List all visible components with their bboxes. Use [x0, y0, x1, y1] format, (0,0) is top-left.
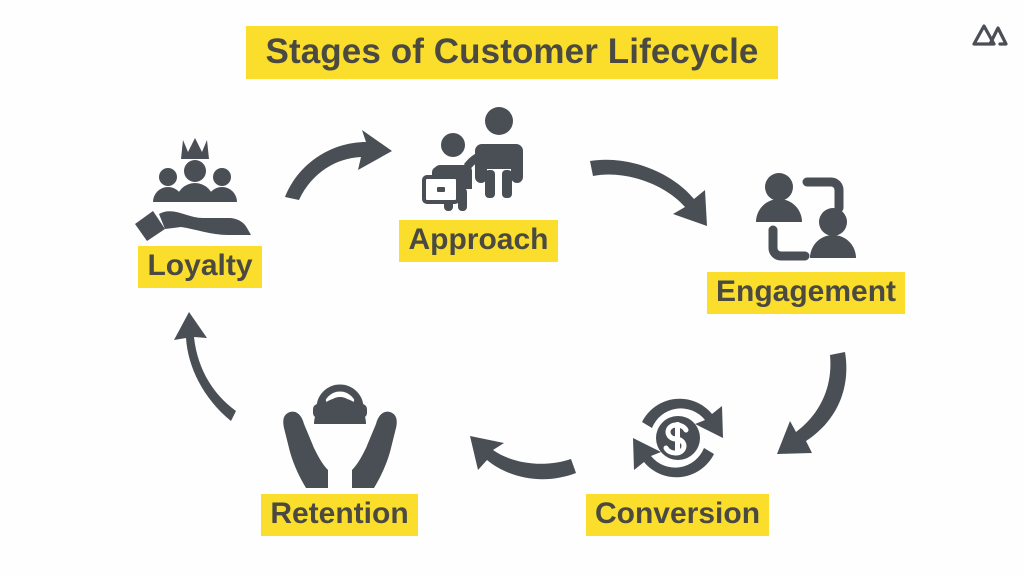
stage-retention[interactable]: Retention — [242, 374, 437, 536]
page-title: Stages of Customer Lifecycle — [0, 26, 1024, 79]
stage-retention-label: Retention — [261, 494, 418, 536]
stage-conversion-label-row: Conversion — [565, 494, 790, 536]
stage-loyalty-label: Loyalty — [138, 246, 262, 288]
stage-loyalty-label-row: Loyalty — [100, 246, 300, 288]
curved-arrow-up-left-icon — [174, 312, 236, 421]
stage-engagement[interactable]: Engagement — [680, 170, 932, 314]
stage-engagement-icon-box — [680, 170, 932, 270]
stage-approach-icon-box — [376, 104, 581, 218]
stage-approach-label-row: Approach — [376, 220, 581, 262]
stage-approach-label: Approach — [399, 220, 558, 262]
two-people-connected-icon — [756, 173, 856, 261]
stage-approach[interactable]: Approach — [376, 104, 581, 262]
stage-retention-icon-box — [242, 374, 437, 492]
stage-engagement-label: Engagement — [706, 272, 906, 314]
mountain-logo — [970, 14, 1010, 54]
dollar-circular-arrows-icon — [632, 398, 723, 478]
stage-engagement-label-row: Engagement — [680, 272, 932, 314]
stage-retention-label-row: Retention — [242, 494, 437, 536]
page-title-text: Stages of Customer Lifecycle — [245, 26, 779, 79]
stage-conversion-icon-box — [565, 384, 790, 492]
hands-cradling-person-icon — [282, 384, 397, 488]
stage-conversion[interactable]: Conversion — [565, 384, 790, 536]
hand-holding-people-crown-icon — [135, 138, 251, 241]
stage-loyalty[interactable]: Loyalty — [100, 132, 300, 288]
stage-conversion-label: Conversion — [585, 494, 770, 536]
stage-loyalty-icon-box — [100, 132, 300, 244]
curved-arrow-left-icon — [470, 436, 576, 480]
salesperson-briefcase-greeting-icon — [421, 107, 523, 211]
